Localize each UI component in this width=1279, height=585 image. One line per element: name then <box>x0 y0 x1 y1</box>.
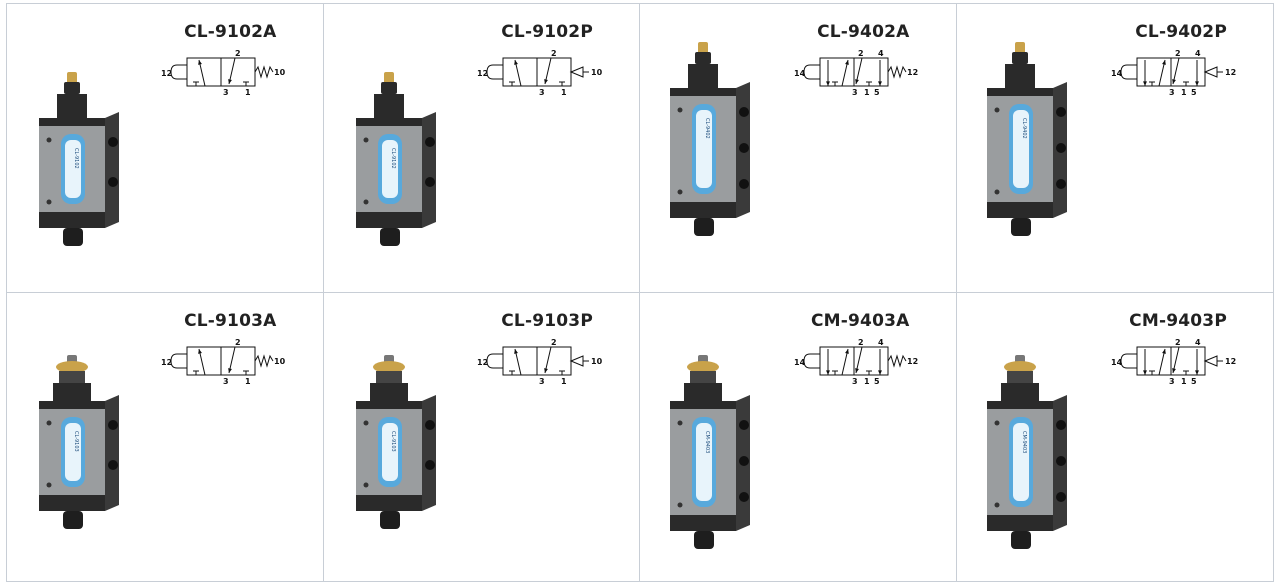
return-port-label: 12 <box>1225 68 1236 77</box>
model-number: CL-9102A <box>184 22 277 42</box>
port-label: 2 <box>1175 338 1181 347</box>
valve-photo: CM-9403 <box>979 351 1089 565</box>
valve-label-text: CL-9102 <box>390 148 396 169</box>
model-number: CL-9103A <box>184 310 277 331</box>
model-number: CM-9403A <box>810 310 910 331</box>
port-label: 1 <box>864 377 870 386</box>
port-label: 5 <box>874 88 880 97</box>
port-label: 4 <box>878 338 884 347</box>
pilot-port-label: 12 <box>161 69 172 78</box>
port-label: 2 <box>235 49 241 58</box>
valve-label-text: CL-9103 <box>390 431 396 452</box>
model-number: CM-9403P <box>1129 310 1227 331</box>
port-label: 1 <box>245 377 251 386</box>
model-number: CL-9102P <box>501 22 593 42</box>
valve-label-text: CM-9403 <box>1021 431 1027 453</box>
port-label: 3 <box>1169 377 1175 386</box>
return-port-label: 12 <box>907 357 918 366</box>
model-number: CL-9402A <box>817 22 910 42</box>
port-label: 5 <box>1191 377 1197 386</box>
valve-photo: CL-9402 <box>979 38 1089 252</box>
valve-symbol: 12 2 3 1 10 <box>475 49 625 97</box>
port-label: 2 <box>1175 49 1181 58</box>
model-number: CL-9103P <box>501 310 593 331</box>
valve-photo: CL-9402 <box>662 38 772 252</box>
pilot-port-label: 12 <box>477 358 488 367</box>
pilot-port-label: 14 <box>1111 69 1123 78</box>
port-label: 1 <box>561 377 567 386</box>
valve-label-text: CL-9102 <box>73 148 79 169</box>
port-label: 2 <box>858 49 864 58</box>
return-port-label: 12 <box>1225 357 1236 366</box>
port-label: 1 <box>864 88 870 97</box>
port-label: 2 <box>858 338 864 347</box>
valve-photo: CL-9102 <box>31 68 141 262</box>
port-label: 2 <box>551 338 557 347</box>
port-label: 3 <box>1169 88 1175 97</box>
port-label: 4 <box>1195 49 1201 58</box>
port-label: 4 <box>878 49 884 58</box>
valve-symbol: 12 2 3 1 10 <box>159 49 309 97</box>
port-label: 2 <box>551 49 557 58</box>
valve-label-text: CL-9402 <box>704 118 710 139</box>
return-port-label: 10 <box>274 357 286 366</box>
return-port-label: 10 <box>274 68 286 77</box>
pilot-port-label: 12 <box>477 69 488 78</box>
port-label: 3 <box>852 88 858 97</box>
port-label: 3 <box>539 88 545 97</box>
port-label: 5 <box>1191 88 1197 97</box>
pilot-port-label: 14 <box>794 69 806 78</box>
port-label: 3 <box>223 377 229 386</box>
port-label: 1 <box>1181 88 1187 97</box>
port-label: 5 <box>874 377 880 386</box>
port-label: 1 <box>1181 377 1187 386</box>
valve-label-text: CM-9403 <box>704 431 710 453</box>
valve-photo: CL-9102 <box>348 68 458 262</box>
valve-photo: CM-9403 <box>662 351 772 565</box>
valve-label-text: CL-9402 <box>1021 118 1027 139</box>
port-label: 2 <box>235 338 241 347</box>
valve-symbol: 12 2 3 1 10 <box>475 338 625 386</box>
valve-photo: CL-9103 <box>31 351 141 545</box>
model-number: CL-9402P <box>1135 22 1227 42</box>
valve-symbol: 12 2 3 1 10 <box>159 338 309 386</box>
port-label: 1 <box>245 88 251 97</box>
pilot-port-label: 14 <box>1111 358 1123 367</box>
pilot-port-label: 14 <box>794 358 806 367</box>
valve-photo: CL-9103 <box>348 351 458 545</box>
return-port-label: 12 <box>907 68 918 77</box>
pilot-port-label: 12 <box>161 358 172 367</box>
port-label: 3 <box>223 88 229 97</box>
valve-label-text: CL-9103 <box>73 431 79 452</box>
port-label: 3 <box>539 377 545 386</box>
port-label: 3 <box>852 377 858 386</box>
port-label: 4 <box>1195 338 1201 347</box>
return-port-label: 10 <box>591 357 603 366</box>
return-port-label: 10 <box>591 68 603 77</box>
port-label: 1 <box>561 88 567 97</box>
